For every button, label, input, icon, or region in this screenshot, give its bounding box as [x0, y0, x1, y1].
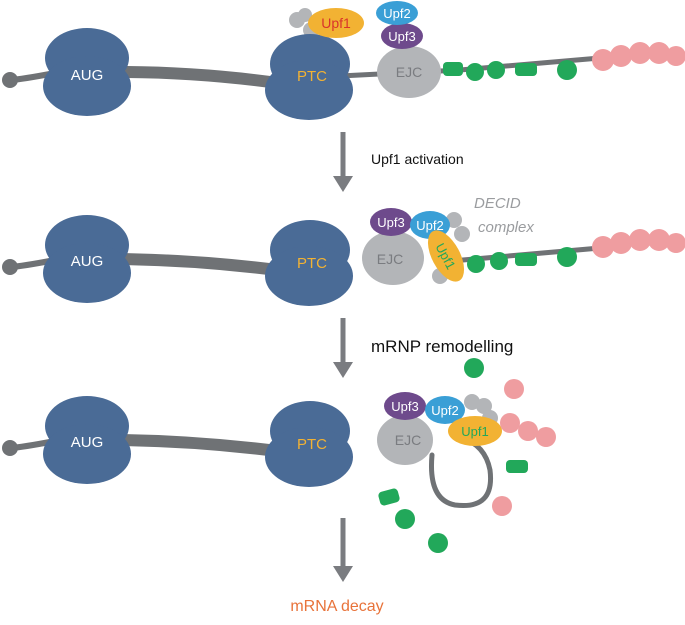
ribosome-aug: AUG: [43, 215, 131, 303]
step-arrow-1: [333, 132, 353, 192]
grey-bead: [446, 212, 462, 228]
mrna-5prime-cap: [2, 259, 18, 275]
green-bead: [487, 61, 505, 79]
green-bead: [515, 253, 537, 266]
upf1-label: Upf1: [461, 424, 488, 439]
green-bead: [557, 60, 577, 80]
upf3-label: Upf3: [377, 215, 404, 230]
ribosome-aug: AUG: [43, 28, 131, 116]
ejc-complex: EJC: [377, 46, 441, 98]
aug-label: AUG: [71, 253, 104, 270]
ejc-label: EJC: [377, 251, 403, 267]
upf2-protein: Upf2: [376, 1, 418, 25]
pink-bead: [648, 42, 670, 64]
step-label-1: Upf1 activation: [371, 151, 464, 167]
panel-2: AUG PTC EJC Upf3 Upf2 Upf1 DECID complex: [2, 195, 685, 306]
green-bead: [557, 247, 577, 267]
ejc-complex: EJC: [362, 231, 424, 285]
panel-1: AUG PTC Upf1 EJC Upf3 Upf2: [2, 1, 685, 120]
decid-label-line2: complex: [478, 219, 534, 236]
ptc-label: PTC: [297, 255, 327, 272]
mrna-loop: [428, 435, 494, 509]
ejc-label: EJC: [395, 432, 421, 448]
step-label-2: mRNP remodelling: [371, 337, 513, 356]
green-bead: [490, 252, 508, 270]
pink-bead: [500, 413, 520, 433]
decid-label-line1: DECID: [474, 195, 521, 212]
grey-bead: [454, 226, 470, 242]
upf1-label: Upf1: [321, 15, 351, 31]
upf1-protein: Upf1: [308, 8, 364, 38]
pink-bead: [610, 232, 632, 254]
green-bead: [464, 358, 484, 378]
green-bead: [467, 255, 485, 273]
grey-bead: [476, 398, 492, 414]
ptc-label: PTC: [297, 68, 327, 85]
ribosome-ptc: PTC: [265, 220, 353, 306]
aug-label: AUG: [71, 67, 104, 84]
pink-bead: [666, 46, 685, 66]
green-bead: [428, 533, 448, 553]
green-bead: [466, 63, 484, 81]
ribosome-ptc: PTC: [265, 34, 353, 120]
pink-bead: [666, 233, 685, 253]
mrna-5prime-cap: [2, 440, 18, 456]
pink-bead: [629, 42, 651, 64]
upf1-protein: Upf1: [427, 230, 465, 282]
pink-bead: [648, 229, 670, 251]
upf3-protein: Upf3: [381, 23, 423, 49]
ribosome-ptc: PTC: [265, 401, 353, 487]
green-bead: [378, 488, 400, 506]
pink-bead: [504, 379, 524, 399]
upf3-label: Upf3: [388, 29, 415, 44]
upf3-protein: Upf3: [370, 208, 412, 236]
ejc-label: EJC: [396, 64, 422, 80]
ptc-label: PTC: [297, 436, 327, 453]
pink-bead: [518, 421, 538, 441]
ribosome-aug: AUG: [43, 396, 131, 484]
upf2-label: Upf2: [431, 403, 458, 418]
mrna-strand-middle: [114, 434, 291, 458]
step-arrow-3: [333, 518, 353, 582]
ejc-complex: EJC: [377, 415, 433, 465]
mrna-strand-middle: [114, 66, 291, 90]
green-bead: [506, 460, 528, 473]
pink-bead: [592, 236, 614, 258]
green-bead: [515, 63, 537, 76]
upf2-label: Upf2: [416, 218, 443, 233]
pink-bead: [492, 496, 512, 516]
upf1-protein: Upf1: [448, 416, 502, 446]
upf3-label: Upf3: [391, 399, 418, 414]
upf2-protein: Upf2: [425, 396, 465, 424]
upf2-label: Upf2: [383, 6, 410, 21]
outcome-label: mRNA decay: [290, 598, 383, 615]
pink-bead: [629, 229, 651, 251]
mrna-5prime-cap: [2, 72, 18, 88]
pink-bead: [592, 49, 614, 71]
grey-bead: [298, 8, 312, 22]
upf3-protein: Upf3: [384, 392, 426, 420]
pink-bead: [610, 45, 632, 67]
green-bead: [443, 62, 463, 76]
aug-label: AUG: [71, 434, 104, 451]
step-arrow-2: [333, 318, 353, 378]
panel-3: AUG PTC EJC Upf3 Upf2 Upf1: [2, 358, 556, 553]
green-bead: [395, 509, 415, 529]
pink-bead: [536, 427, 556, 447]
mrna-strand-middle: [114, 253, 291, 277]
